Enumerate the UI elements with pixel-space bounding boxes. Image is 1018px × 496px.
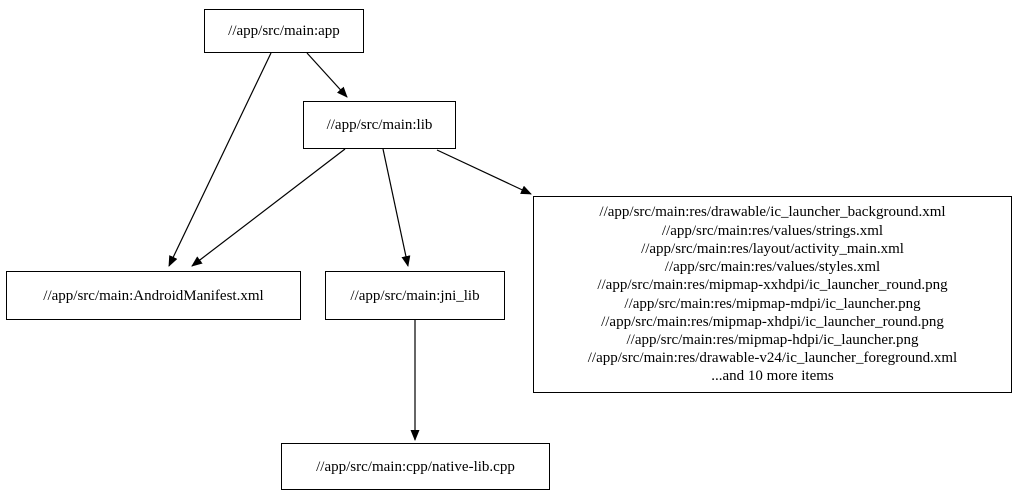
- node-android-manifest-label: //app/src/main:AndroidManifest.xml: [43, 287, 264, 304]
- resource-line: //app/src/main:res/layout/activity_main.…: [641, 240, 904, 257]
- node-lib: //app/src/main:lib: [303, 101, 456, 149]
- node-jni-lib-label: //app/src/main:jni_lib: [350, 287, 480, 304]
- node-app-label: //app/src/main:app: [228, 23, 340, 39]
- resource-line: //app/src/main:res/mipmap-mdpi/ic_launch…: [624, 295, 921, 312]
- resource-line: //app/src/main:res/values/strings.xml: [661, 222, 884, 239]
- edge-lib-to-android-manifest: [191, 148, 346, 267]
- edge-app-to-android-manifest: [168, 52, 272, 267]
- node-native-lib-cpp: //app/src/main:cpp/native-lib.cpp: [281, 443, 550, 490]
- node-android-manifest: //app/src/main:AndroidManifest.xml: [6, 271, 301, 320]
- node-app: //app/src/main:app: [204, 9, 364, 53]
- resource-line: //app/src/main:res/values/styles.xml: [664, 259, 881, 276]
- edge-lib-to-jni-lib: [382, 148, 411, 267]
- node-lib-label: //app/src/main:lib: [326, 117, 433, 133]
- resource-line: //app/src/main:res/drawable-v24/ic_launc…: [587, 350, 958, 367]
- edge-lib-to-resources: [436, 149, 532, 195]
- edge-app-to-lib: [306, 52, 348, 98]
- resource-line: //app/src/main:res/mipmap-xhdpi/ic_launc…: [601, 313, 944, 330]
- resource-line: //app/src/main:res/drawable/ic_launcher_…: [599, 204, 946, 221]
- resource-line: //app/src/main:res/mipmap-xxhdpi/ic_laun…: [597, 277, 948, 294]
- node-resources-group: //app/src/main:res/drawable/ic_launcher_…: [533, 196, 1012, 393]
- resource-line-more: ...and 10 more items: [711, 368, 834, 385]
- resource-line: //app/src/main:res/mipmap-hdpi/ic_launch…: [626, 331, 919, 348]
- node-native-lib-cpp-label: //app/src/main:cpp/native-lib.cpp: [316, 458, 515, 475]
- node-jni-lib: //app/src/main:jni_lib: [325, 271, 505, 320]
